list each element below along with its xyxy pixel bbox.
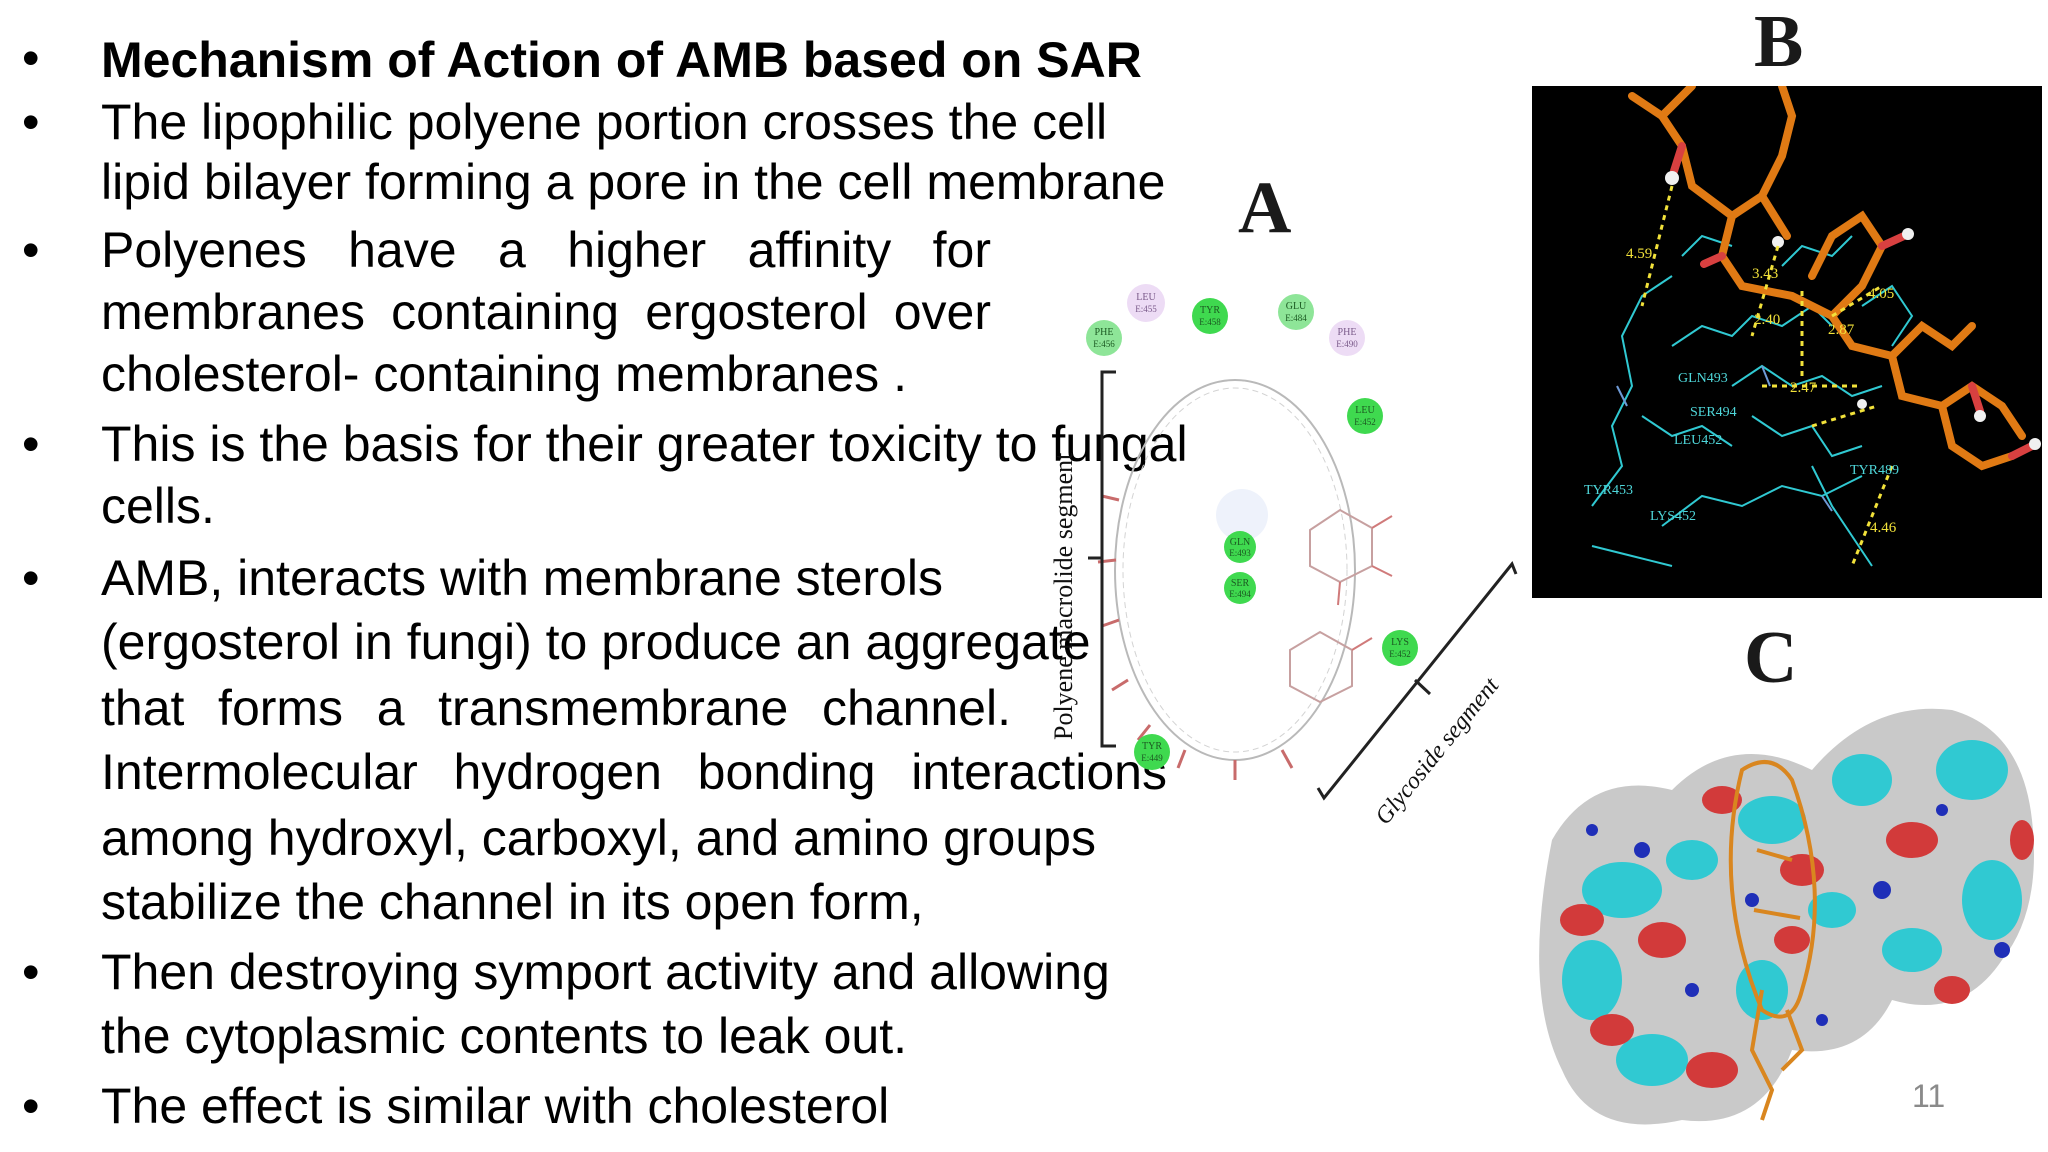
bullet-line: Intermolecular hydrogen bonding interact…: [101, 744, 1167, 800]
residue-label: LYS452: [1650, 509, 1696, 524]
bullet-line: The lipophilic polyene portion crosses t…: [101, 94, 1108, 150]
bullet-marker: •: [22, 944, 40, 1000]
svg-text:E:493: E:493: [1229, 548, 1251, 558]
bullet-marker: •: [22, 30, 40, 86]
distance-label: 4.05: [1868, 286, 1894, 302]
bullet-line: lipid bilayer forming a pore in the cell…: [101, 154, 1166, 210]
sugar-ring: [1289, 630, 1353, 704]
panel-b-docking-view: 4.59 3.43 2.40 2.87 4.05 2.47 4.46 GLN49…: [1532, 86, 2042, 598]
svg-text:E:455: E:455: [1135, 304, 1157, 314]
bullet-line: The effect is similar with cholesterol: [101, 1078, 890, 1134]
macrolide-ring-inner: [1122, 387, 1348, 753]
svg-text:SER: SER: [1231, 578, 1250, 589]
residue-ser494: SER E:494: [1224, 572, 1256, 604]
bullet-line: Polyenes have a higher affinity for: [101, 222, 991, 278]
svg-text:PHE: PHE: [1338, 327, 1357, 338]
page-number: 11: [1912, 1078, 1946, 1114]
bullet-line: cholesterol- containing membranes .: [101, 346, 907, 402]
bullet-line: membranes containing ergosterol over: [101, 284, 991, 340]
svg-text:E:494: E:494: [1229, 589, 1251, 599]
bullet-line: stabilize the channel in its open form,: [101, 874, 924, 930]
bullet-line: This is the basis for their greater toxi…: [101, 416, 1188, 472]
bullet-marker: •: [22, 94, 40, 150]
sugar-ring: [1309, 508, 1373, 584]
residue-gln493: GLN E:493: [1224, 531, 1256, 563]
svg-text:E:449: E:449: [1141, 753, 1163, 763]
distance-label: 4.46: [1870, 520, 1897, 536]
svg-text:GLU: GLU: [1286, 301, 1307, 312]
residue-tyr458: TYR E:458: [1192, 298, 1228, 334]
bullet-line: AMB, interacts with membrane sterols: [101, 550, 943, 606]
svg-text:LEU: LEU: [1136, 292, 1156, 303]
bullet-line: Then destroying symport activity and all…: [101, 944, 1110, 1000]
bullet-line: the cytoplasmic contents to leak out.: [101, 1008, 907, 1064]
distance-label: 2.40: [1754, 312, 1780, 328]
svg-text:E:484: E:484: [1285, 313, 1307, 323]
residue-tyr449: TYR E:449: [1134, 734, 1170, 770]
glycoside-bracket: [1316, 561, 1518, 801]
bullet-line: (ergosterol in fungi) to produce an aggr…: [101, 614, 1091, 670]
residue-label: SER494: [1690, 405, 1737, 420]
svg-text:LEU: LEU: [1355, 405, 1375, 416]
panel-a-diagram: LEU E:455 TYR E:458 GLU E:484 PHE E:456 …: [1049, 284, 1518, 830]
svg-text:E:452: E:452: [1389, 649, 1411, 659]
residue-label: TYR489: [1850, 463, 1899, 478]
panel-c-surface-view: [1539, 708, 2034, 1125]
bullet-line: cells.: [101, 478, 215, 534]
residue-label: LEU452: [1674, 433, 1722, 448]
residue-label: GLN493: [1678, 371, 1728, 386]
svg-text:E:456: E:456: [1093, 339, 1115, 349]
svg-text:TYR: TYR: [1142, 741, 1162, 752]
residue-leu455: LEU E:455: [1127, 284, 1165, 322]
svg-text:E:458: E:458: [1199, 317, 1221, 327]
residue-phe490: PHE E:490: [1329, 320, 1365, 356]
polyene-bracket: [1088, 370, 1116, 748]
svg-text:PHE: PHE: [1095, 327, 1114, 338]
distance-label: 2.47: [1790, 380, 1817, 396]
svg-text:E:452: E:452: [1354, 417, 1376, 427]
bullet-marker: •: [22, 1078, 40, 1134]
residue-lys452: LYS E:452: [1382, 630, 1418, 666]
distance-label: 4.59: [1626, 246, 1652, 262]
svg-text:GLN: GLN: [1230, 537, 1251, 548]
svg-text:TYR: TYR: [1200, 305, 1220, 316]
panel-b-label: B: [1754, 1, 1804, 83]
distance-label: 2.87: [1828, 322, 1855, 338]
svg-text:LYS: LYS: [1391, 637, 1409, 648]
residue-label: TYR453: [1584, 483, 1633, 498]
svg-text:E:490: E:490: [1336, 339, 1358, 349]
distance-label: 3.43: [1752, 266, 1778, 282]
residue-glu484: GLU E:484: [1278, 294, 1314, 330]
residue-phe456: PHE E:456: [1086, 320, 1122, 356]
bullet-marker: •: [22, 550, 40, 606]
slide-title: Mechanism of Action of AMB based on SAR: [101, 32, 1142, 88]
residue-leu452: LEU E:452: [1347, 398, 1383, 434]
panel-c-label: C: [1744, 617, 1798, 699]
bullet-marker: •: [22, 416, 40, 472]
glycoside-segment-label: Glycoside segment: [1370, 672, 1505, 830]
bullet-marker: •: [22, 222, 40, 278]
polyene-segment-label: Polyene macrolide segment: [1049, 452, 1078, 740]
bullet-line: among hydroxyl, carboxyl, and amino grou…: [101, 810, 1096, 866]
panel-a-label: A: [1238, 167, 1292, 249]
bullet-line: that forms a transmembrane channel.: [101, 680, 1011, 736]
